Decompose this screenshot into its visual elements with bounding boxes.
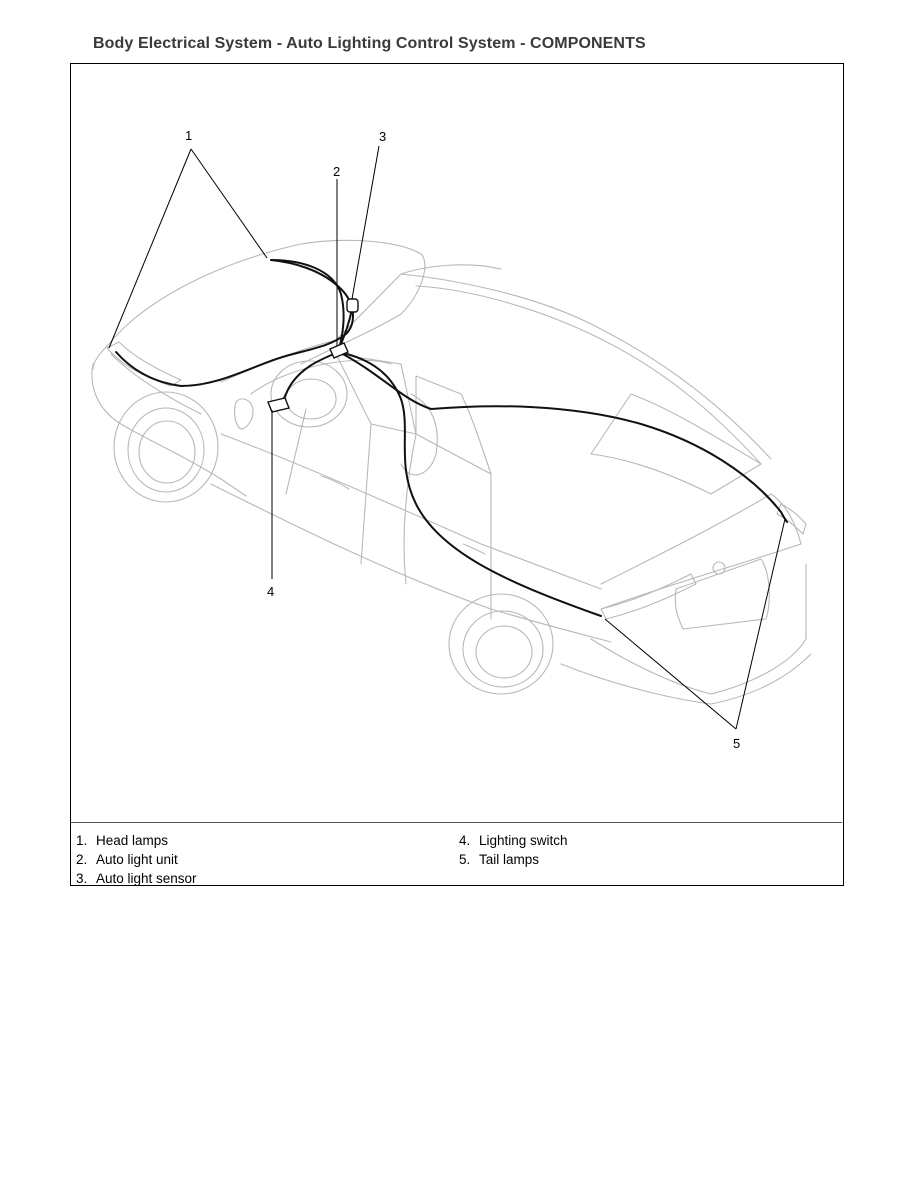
tail-lamp-right xyxy=(776,503,807,535)
front-wheel-hub xyxy=(138,420,196,484)
legend-label: Lighting switch xyxy=(479,833,568,848)
auto-light-unit-part xyxy=(329,342,349,359)
lighting-switch-part xyxy=(267,397,290,413)
rear-wheel-arch xyxy=(448,593,554,695)
license-plate xyxy=(674,558,770,630)
rear-bumper xyxy=(590,563,807,695)
page-title: Body Electrical System - Auto Lighting C… xyxy=(93,35,646,52)
leader-lines xyxy=(108,145,786,730)
dashboard xyxy=(250,359,392,395)
rear-door-line xyxy=(403,433,492,620)
callout-4: 4 xyxy=(267,584,274,599)
legend-item-head-lamps: 1. Head lamps xyxy=(76,831,197,850)
roof-line-inner xyxy=(415,285,762,465)
side-sill xyxy=(210,483,612,643)
callout-1: 1 xyxy=(185,128,192,143)
legend-number: 5. xyxy=(459,852,471,867)
side-window-rear xyxy=(415,375,492,475)
front-wheel xyxy=(127,407,205,493)
rear-wheel xyxy=(462,610,544,688)
rear-window xyxy=(590,393,762,495)
car-outline xyxy=(91,239,812,705)
car-wiring-illustration: 1 2 3 4 5 xyxy=(91,128,812,751)
front-door-line xyxy=(285,408,372,565)
legend-label: Auto light sensor xyxy=(96,871,197,886)
legend-column-left: 1. Head lamps 2. Auto light unit 3. Auto li… xyxy=(76,831,197,888)
legend-item-auto-light-sensor: 3. Auto light sensor xyxy=(76,869,197,888)
legend-item-auto-light-unit: 2. Auto light unit xyxy=(76,850,197,869)
harness-head-lamps xyxy=(115,259,354,387)
callout-2: 2 xyxy=(333,164,340,179)
hood-outline xyxy=(108,239,426,365)
steering-wheel xyxy=(270,360,348,428)
rear-door-handle xyxy=(462,543,486,555)
leader-1b xyxy=(108,148,192,349)
component-legend: 1. Head lamps 2. Auto light unit 3. Auto li… xyxy=(71,822,842,886)
legend-number: 3. xyxy=(76,871,88,886)
leader-5a xyxy=(604,618,737,730)
harness-rear-roof xyxy=(338,351,782,513)
steering-wheel-inner xyxy=(285,378,337,420)
legend-number: 1. xyxy=(76,833,88,848)
legend-label: Tail lamps xyxy=(479,852,540,867)
side-body-line xyxy=(220,433,602,590)
seat-outline xyxy=(400,393,438,476)
harness-to-unit xyxy=(270,259,345,350)
harness-tail-lamp xyxy=(780,511,788,523)
side-mirror xyxy=(234,398,254,430)
leader-1a xyxy=(190,148,268,259)
front-face xyxy=(92,343,202,415)
legend-label: Head lamps xyxy=(96,833,169,848)
callout-5: 5 xyxy=(733,736,740,751)
tail-lamp-outline xyxy=(600,573,697,620)
trunk-lower xyxy=(600,543,802,610)
components xyxy=(267,298,359,413)
front-wheel-arch xyxy=(113,391,219,503)
wiring-harness xyxy=(115,259,788,617)
leader-5b xyxy=(735,518,786,730)
harness-right-side xyxy=(338,351,602,617)
callout-3: 3 xyxy=(379,129,386,144)
trunk-emblem xyxy=(712,561,726,575)
legend-number: 4. xyxy=(459,833,471,848)
diagram-frame: 1 2 3 4 5 1. Head lamps 2. Auto light unit… xyxy=(70,63,844,886)
headlamp-outline xyxy=(106,341,182,387)
rear-bumper-lower xyxy=(560,653,812,705)
leader-3 xyxy=(351,145,380,300)
rear-wheel-hub xyxy=(475,625,533,679)
trunk-lid xyxy=(600,493,802,585)
auto-light-sensor-part xyxy=(346,298,359,313)
legend-item-tail-lamps: 5. Tail lamps xyxy=(459,850,568,869)
legend-column-right: 4. Lighting switch 5. Tail lamps xyxy=(459,831,568,869)
roof-line xyxy=(400,273,772,460)
front-bumper xyxy=(91,363,247,497)
legend-number: 2. xyxy=(76,852,88,867)
legend-item-lighting-switch: 4. Lighting switch xyxy=(459,831,568,850)
front-door-handle xyxy=(320,475,350,490)
legend-label: Auto light unit xyxy=(96,852,178,867)
